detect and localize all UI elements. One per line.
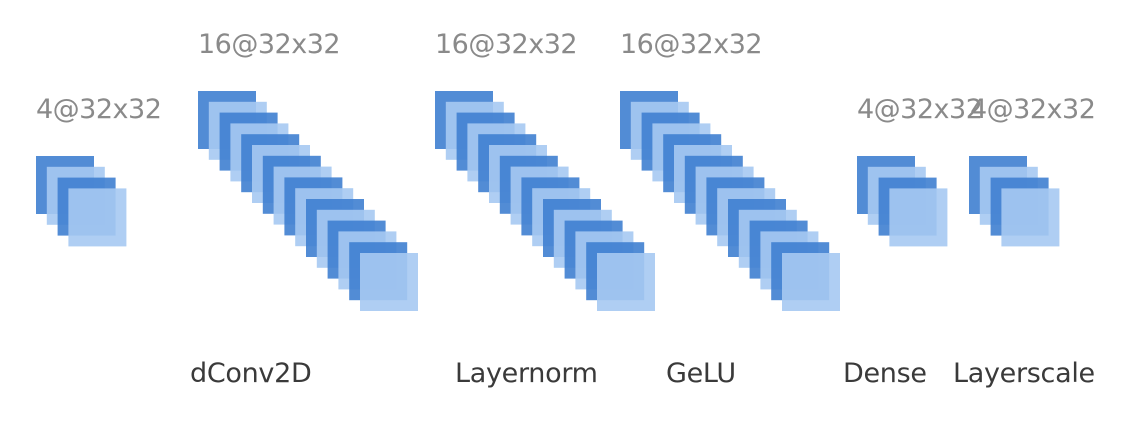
feature-map <box>360 253 418 311</box>
block-5-dims: 4@32x32 <box>857 94 983 125</box>
feature-map <box>1001 188 1060 247</box>
block-4-stack <box>620 91 840 311</box>
block-2-stack <box>198 91 418 311</box>
block-3-stack <box>435 91 655 311</box>
block-1-stack <box>36 156 127 247</box>
block-3-dims: 16@32x32 <box>435 29 578 60</box>
block-6-dims: 4@32x32 <box>970 94 1096 125</box>
block-1-dims: 4@32x32 <box>36 94 162 125</box>
block-3-label: Layernorm <box>455 358 598 389</box>
block-5-label: Dense <box>843 358 927 389</box>
feature-map <box>68 188 127 247</box>
block-4-label: GeLU <box>666 358 736 389</box>
feature-map <box>782 253 840 311</box>
block-4-dims: 16@32x32 <box>620 29 763 60</box>
block-5-stack <box>857 156 948 247</box>
feature-map <box>889 188 948 247</box>
feature-map <box>597 253 655 311</box>
block-2-dims: 16@32x32 <box>198 29 341 60</box>
block-2-label: dConv2D <box>190 358 312 389</box>
block-6-stack <box>969 156 1060 247</box>
block-6-label: Layerscale <box>953 358 1095 389</box>
